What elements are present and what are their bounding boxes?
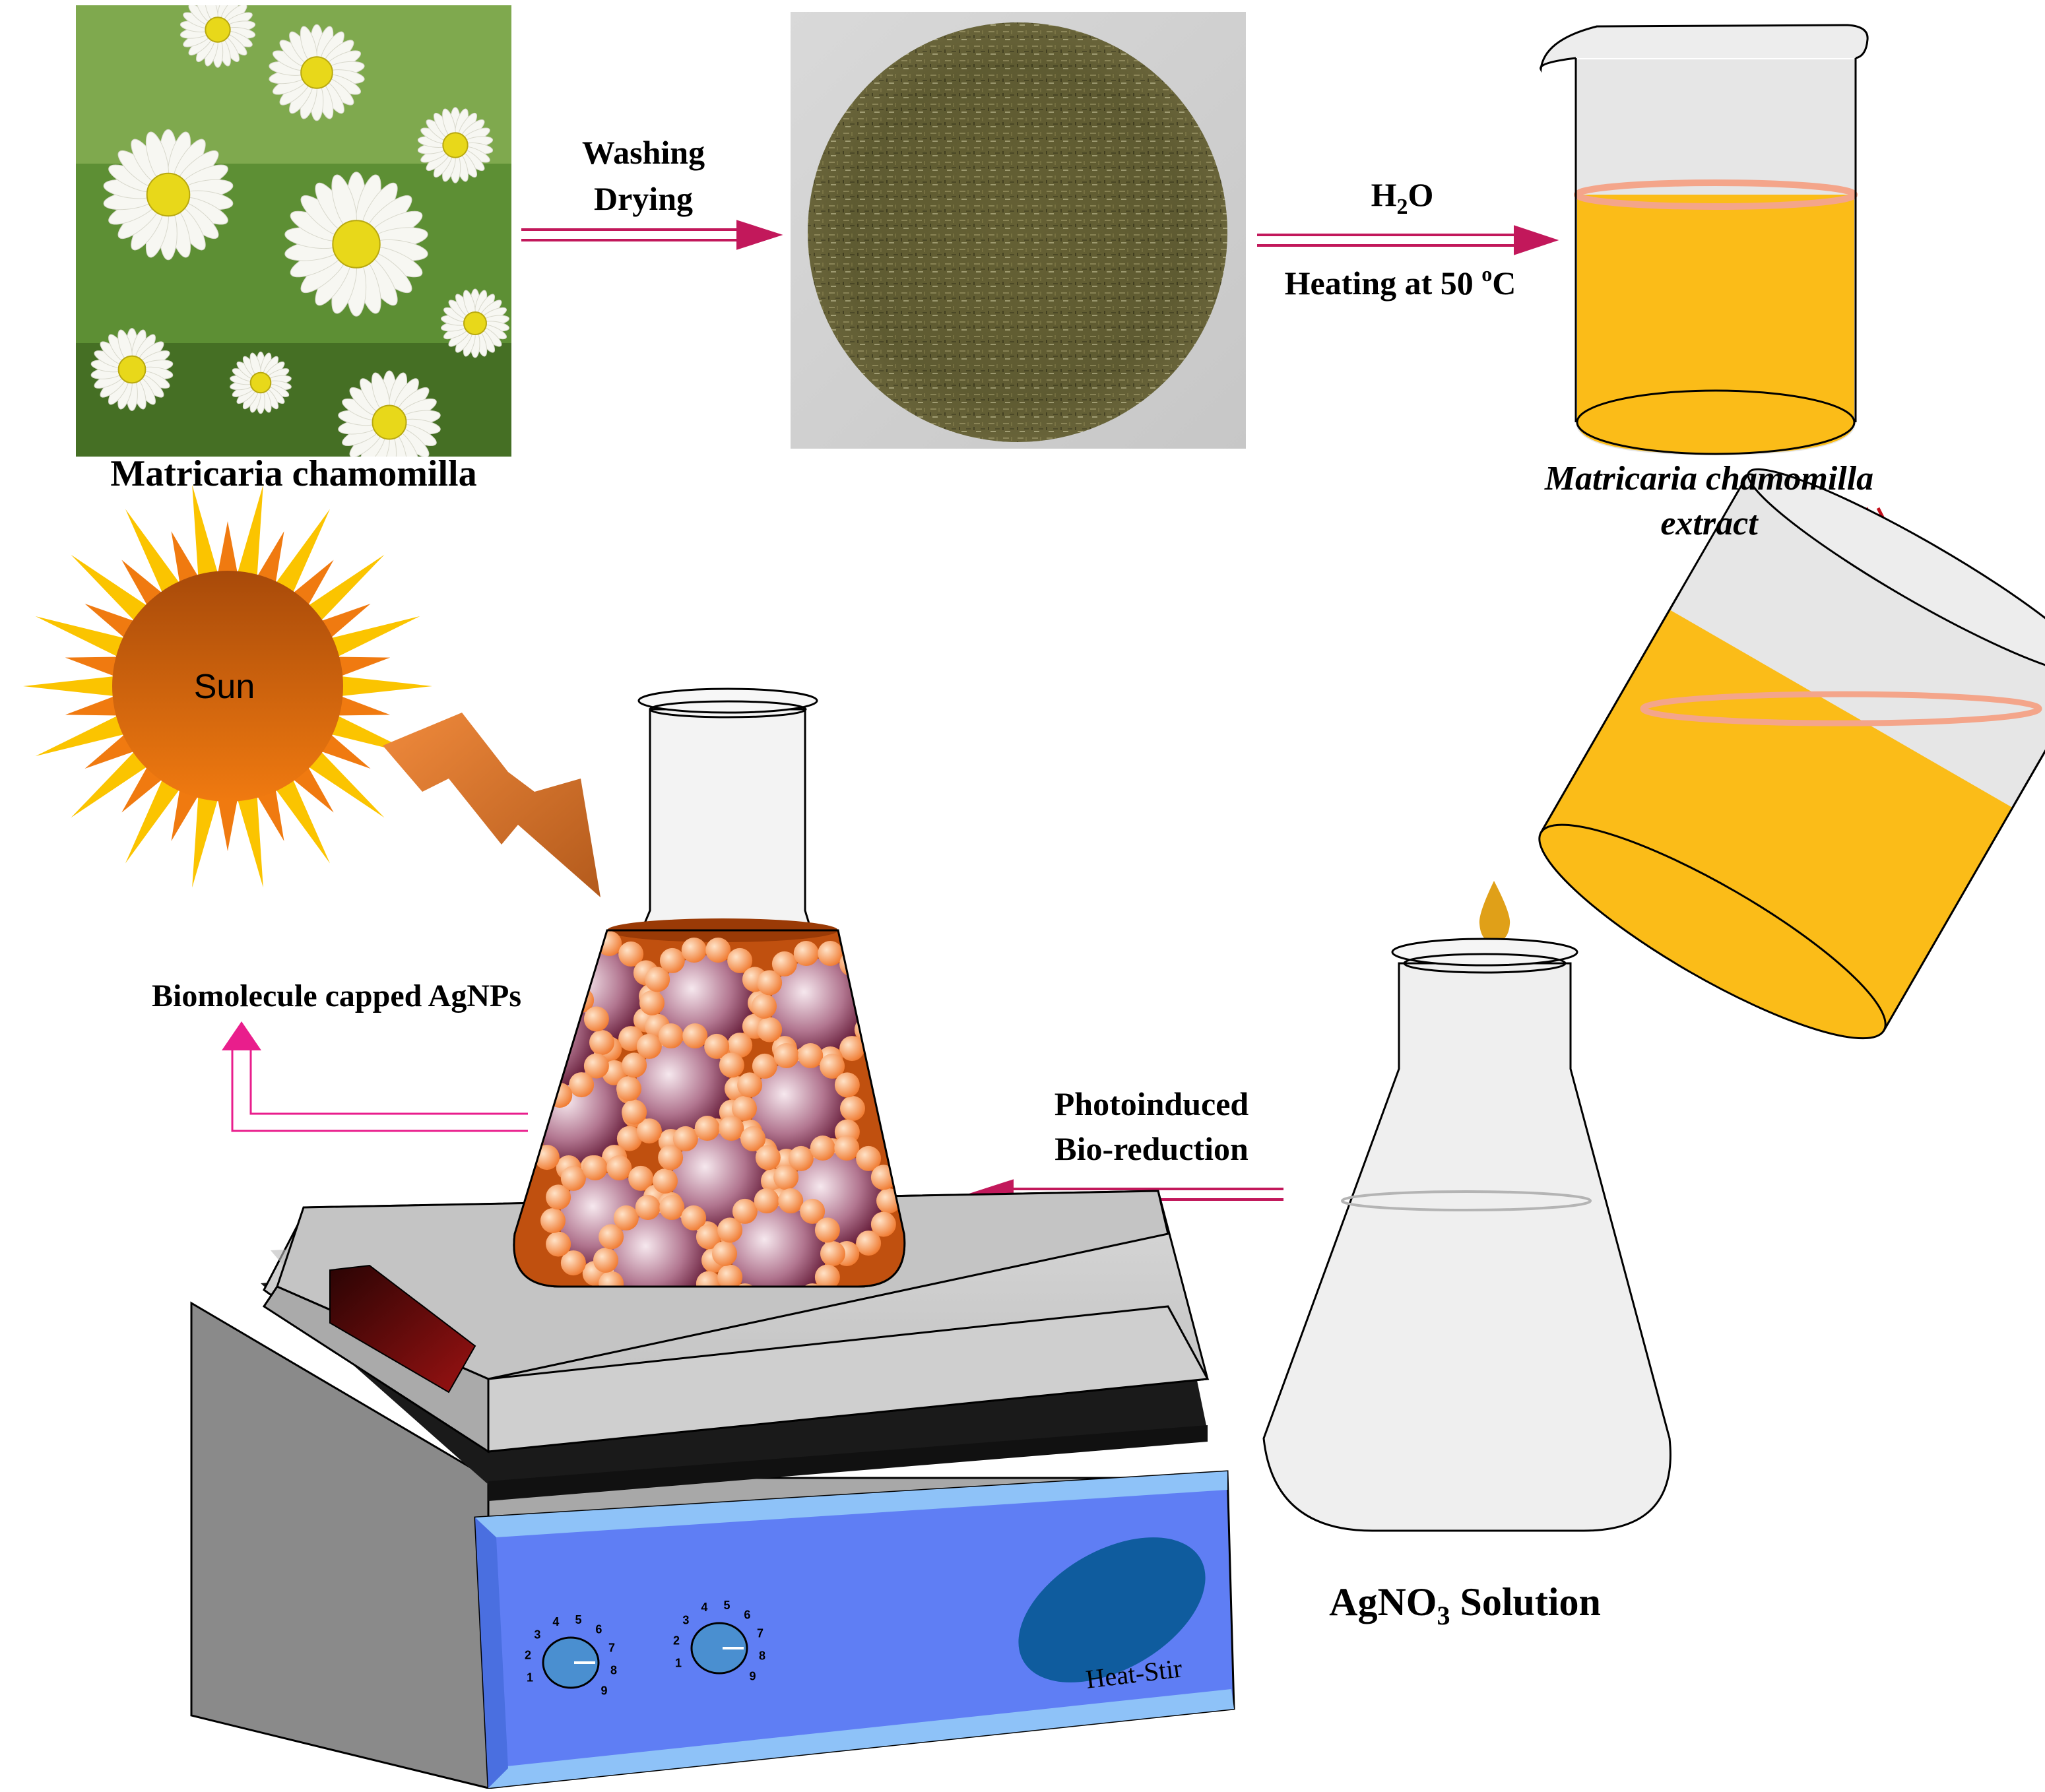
sun-ray	[237, 794, 263, 888]
dial-tick-label: 2	[525, 1649, 531, 1662]
water-label: H2O	[1371, 176, 1434, 219]
sun-ray	[171, 531, 199, 585]
daisy-flower	[338, 370, 441, 457]
photoinduced-label: Photoinduced	[1055, 1085, 1249, 1122]
sun-ray	[65, 656, 119, 677]
daisy-flower	[269, 24, 365, 121]
sun-ray	[339, 676, 432, 697]
extract-label-1: Matricaria chamomilla	[1544, 460, 1873, 497]
sun-ray	[336, 695, 391, 716]
dial-tick-label: 5	[575, 1613, 581, 1626]
sun-ray	[256, 531, 284, 585]
dial-tick-label: 5	[723, 1599, 730, 1612]
dial-tick-label: 4	[701, 1601, 707, 1614]
sun-ray	[292, 560, 334, 608]
beaker-icon	[1540, 24, 1869, 455]
tilted-beaker-icon	[1538, 468, 2045, 1040]
daisy-flower	[90, 328, 174, 411]
sun-ray	[292, 765, 334, 813]
dial-tick-label: 1	[527, 1671, 533, 1684]
sun-ray	[319, 604, 371, 639]
arrow-heating	[1257, 225, 1559, 255]
heating-label: Heating at 50 oC	[1285, 262, 1516, 302]
sun-ray	[306, 554, 385, 622]
dial-tick-label: 1	[675, 1657, 682, 1670]
dial-right-icon[interactable]	[690, 1622, 748, 1675]
sun-ray	[329, 616, 420, 658]
dried-herb-photo	[791, 12, 1246, 449]
sun-ray	[192, 794, 218, 888]
sun-icon	[23, 484, 432, 888]
sun-ray	[256, 787, 284, 841]
erlenmeyer-flask-icon	[513, 688, 906, 1288]
arrow-capped	[222, 1021, 528, 1132]
agno3-label: AgNO3 Solution	[1329, 1580, 1601, 1630]
arrow-washing	[521, 220, 783, 250]
bioreduction-label: Bio-reduction	[1055, 1130, 1249, 1167]
dial-left-icon[interactable]	[542, 1636, 600, 1689]
sun-ray	[84, 733, 137, 769]
plant-name-label: Matricaria chamomilla	[110, 453, 476, 494]
washing-label: Washing	[582, 134, 705, 171]
sun-ray	[84, 604, 137, 639]
chamomile-photo	[76, 5, 511, 457]
sun-ray	[35, 616, 127, 658]
daisy-flower	[417, 107, 494, 183]
sun-ray	[121, 765, 164, 813]
sun-ray	[275, 777, 330, 864]
dial-tick-label: 7	[608, 1641, 615, 1654]
dial-tick-label: 3	[534, 1628, 540, 1642]
sun-ray	[275, 509, 330, 595]
dial-tick-label: 8	[610, 1663, 617, 1677]
sun-ray	[125, 777, 181, 864]
daisy-flower	[441, 288, 509, 358]
sun-ray	[319, 733, 371, 769]
sun-ray	[336, 656, 391, 677]
sun-ray	[171, 787, 199, 841]
sun-ray	[217, 521, 238, 575]
sun-ray	[306, 750, 385, 818]
lightning-bolt-icon	[383, 713, 601, 897]
sun-ray	[121, 560, 164, 608]
sun-ray	[125, 509, 181, 595]
daisy-flower	[179, 5, 256, 68]
sun-ray	[192, 484, 218, 578]
dial-tick-label: 9	[601, 1684, 608, 1697]
dial-tick-label: 7	[757, 1626, 763, 1640]
sun-ray	[71, 750, 149, 818]
sun-ray	[217, 798, 238, 851]
drying-label: Drying	[594, 180, 693, 217]
daisy-flower	[284, 172, 428, 317]
sun-label: Sun	[194, 668, 255, 706]
dial-tick-label: 6	[595, 1622, 602, 1636]
sun-ray	[71, 554, 149, 622]
daisy-flower	[230, 351, 292, 414]
sun-ray	[35, 715, 127, 757]
capped-agnps-label: Biomolecule capped AgNPs	[152, 978, 521, 1013]
dial-tick-label: 6	[744, 1608, 750, 1621]
sun-ray	[65, 695, 119, 716]
dial-tick-label: 3	[682, 1614, 689, 1627]
dial-tick-label: 9	[750, 1669, 756, 1682]
dial-tick-label: 8	[759, 1649, 765, 1662]
sun-ray	[237, 484, 263, 578]
extract-label-2: extract	[1660, 505, 1759, 542]
agno3-flask-icon	[1262, 938, 1672, 1532]
daisy-flower	[103, 129, 234, 261]
dial-tick-label: 2	[673, 1634, 680, 1648]
sun-ray	[23, 676, 116, 697]
capped-nanoparticle	[593, 1195, 727, 1287]
capped-nanoparticle	[712, 1188, 845, 1287]
dial-tick-label: 4	[552, 1615, 559, 1628]
